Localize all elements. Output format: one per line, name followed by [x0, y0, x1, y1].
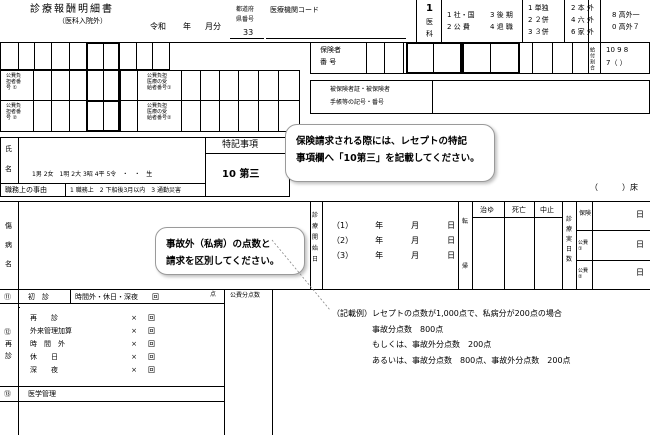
combination-option: 3 ３併 [528, 28, 549, 36]
start-date-row: （3）年月日 [332, 251, 456, 260]
revisit-row: 深 夜×回 [30, 366, 155, 374]
first-visit-detail: 時間外・休日・深夜 回 [75, 293, 159, 301]
patient-name-label-1: 氏 [5, 145, 12, 153]
revisit-side-label-2: 診 [5, 352, 12, 360]
pref-value: 33 [243, 28, 254, 37]
days-public-1-label: 公費① [578, 240, 589, 252]
accident-callout: 事故外（私病）の点数と請求を区別してください。 [155, 227, 305, 275]
example-line: 事故分点数 800点 [372, 325, 444, 334]
public-payer-2-label: 公費負担者番号 ② [6, 103, 22, 121]
form-type-number: 1 [426, 3, 433, 14]
public-payer-1-label: 公費負担者番号 ① [6, 73, 22, 91]
inst-code-label: 医療機関コード [270, 6, 319, 14]
elderly-option: 0 高外７ [612, 23, 640, 31]
days-public-2-label: 公費② [578, 268, 589, 280]
first-visit-number: ⑪ [4, 293, 11, 301]
outcome-discontinued: 中止 [540, 206, 554, 214]
days-insurance-unit: 日 [636, 210, 644, 219]
patient-type-option: 6 家 外 [571, 28, 594, 36]
form-type-label-2: 科 [426, 30, 433, 38]
days-public-1-unit: 日 [636, 240, 644, 249]
insurer-number-label-1: 保険者 [320, 46, 341, 54]
days-public-2-unit: 日 [636, 268, 644, 277]
medical-management-number: ⑬ [4, 390, 11, 398]
revisit-side-label-1: 再 [5, 340, 12, 348]
start-date-row: （1）年月日 [332, 221, 456, 230]
form-type-label-1: 医 [426, 18, 433, 26]
insurance-option: 1 社・国 [447, 11, 475, 19]
insurance-option: 3 後 期 [490, 11, 513, 19]
insurer-number-label-2: 番 号 [320, 58, 337, 66]
special-notes-callout: 保険請求される際には、レセプトの特記事項欄へ「10第三」を記載してください。 [285, 124, 495, 182]
occupational-reason-label: 職務上の事由 [5, 186, 47, 194]
pref-label-1: 都道府 [236, 6, 255, 13]
card-number-label-2: 手帳等の記号・番号 [330, 99, 385, 106]
outcome-died: 死亡 [512, 206, 526, 214]
outcome-label-2: 帰 [462, 263, 469, 270]
benefit-ratio-values: 10 9 8 [606, 46, 629, 54]
form-title: 診療報酬明細書 [30, 4, 114, 15]
patient-name-label-2: 名 [5, 165, 12, 173]
era-label: 令和 [150, 22, 166, 31]
year-label: 年 [183, 22, 191, 31]
combination-option: 1 単独 [528, 4, 549, 12]
public-recipient-2-label: 公費負担医療の受給者番号② [147, 103, 172, 121]
insurance-option: 4 退 職 [490, 23, 513, 31]
benefit-ratio-values-2: 7（ ） [606, 59, 627, 67]
example-lead: （記載例） [332, 309, 372, 318]
outcome-label-1: 転 [462, 218, 469, 225]
month-label: 月分 [205, 22, 221, 31]
start-date-row: （2）年月日 [332, 236, 456, 245]
revisit-row: 再 診×回 [30, 314, 155, 322]
days-insurance-label: 保険 [579, 210, 592, 217]
elderly-option: 8 高外一 [612, 11, 640, 19]
bed-count: （ ）床 [590, 183, 638, 192]
revisit-row: 時 間 外×回 [30, 340, 155, 348]
patient-type-option: 2 本 外 [571, 4, 594, 12]
example-line: あるいは、事故分点数 800点、事故外分点数 200点 [372, 356, 571, 365]
occupational-reason-options: 1 職務上 2 下船後3月以内 3 通勤災害 [70, 187, 181, 194]
treatment-start-label: 診療開始日 [312, 212, 319, 263]
revisit-number: ⑫ [4, 328, 11, 336]
example-line: もしくは、事故外分点数 200点 [372, 340, 492, 349]
service-days-label: 診療実日数 [566, 216, 573, 263]
public-points-label: 公費分点数 [230, 292, 261, 299]
sex-birthdate-options: 1男 2女 1明 2大 3昭 4平 5令 ・ ・ 生 [32, 171, 153, 178]
pref-label-2: 県番号 [236, 16, 255, 23]
example-line: レセプトの点数が1,000点で、私病分が200点の場合 [372, 309, 562, 318]
benefit-ratio-label: 給付割合 [589, 47, 595, 71]
patient-type-option: 4 六 外 [571, 16, 594, 24]
revisit-row: 休 日×回 [30, 353, 155, 361]
medical-management-label: 医学管理 [28, 390, 56, 398]
points-unit: 点 [210, 291, 217, 298]
revisit-row: 外来管理加算×回 [30, 327, 155, 335]
card-number-label-1: 被保険者証・被保険者 [330, 86, 391, 93]
first-visit-label: 初 診 [28, 293, 49, 301]
special-notes-value: 10 第三 [222, 169, 260, 180]
combination-option: 2 ２併 [528, 16, 549, 24]
insurance-option: 2 公 費 [447, 23, 470, 31]
public-recipient-1-label: 公費負担医療の受給者番号① [147, 73, 172, 91]
form-subtitle: （医科入院外） [58, 17, 107, 25]
special-notes-label: 特記事項 [222, 140, 259, 150]
disease-name-label: 傷病名 [5, 222, 12, 268]
outcome-cured: 治ゆ [480, 206, 494, 214]
